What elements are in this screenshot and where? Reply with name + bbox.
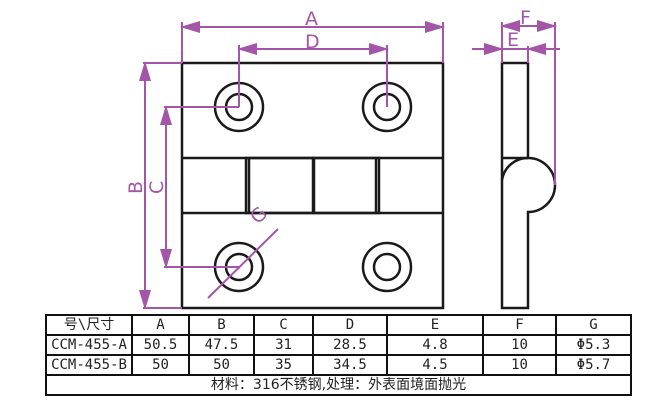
table-cell: 50.5 (131, 334, 190, 356)
label-f: F (520, 7, 531, 29)
header-cell: D (312, 314, 388, 336)
table-cell: 31 (253, 334, 314, 356)
table-cell: Φ5.7 (555, 354, 632, 376)
dimensions: A D B C G (125, 8, 445, 310)
table-header-row: 号\尺寸 A B C D E F G (45, 314, 632, 336)
table-row: CCM-455-A 50.5 47.5 31 28.5 4.8 10 Φ5.3 (45, 334, 632, 356)
table-cell: Φ5.3 (555, 334, 632, 356)
header-cell: F (482, 314, 557, 336)
label-b: B (125, 181, 147, 194)
header-cell: 号\尺寸 (45, 314, 133, 336)
table-cell: CCM-455-B (45, 354, 133, 376)
table-cell: 10 (482, 334, 557, 356)
table-cell: 50 (188, 354, 255, 376)
label-a: A (305, 8, 318, 30)
label-d: D (305, 31, 320, 53)
header-cell: E (386, 314, 484, 336)
table-cell: 35 (253, 354, 314, 376)
material-note: 材料：316不锈钢,处理：外表面境面抛光 (45, 374, 632, 396)
table-cell: 4.8 (386, 334, 484, 356)
table-cell: CCM-455-A (45, 334, 133, 356)
table-cell: 4.5 (386, 354, 484, 376)
label-c: C (146, 181, 168, 194)
table-cell: 10 (482, 354, 557, 376)
header-cell: C (253, 314, 314, 336)
table-cell: 50 (131, 354, 190, 376)
side-dimensions: F E (472, 7, 560, 185)
header-cell: G (555, 314, 632, 336)
side-view (500, 61, 557, 310)
header-cell: B (188, 314, 255, 336)
table-row: CCM-455-B 50 50 35 34.5 4.5 10 Φ5.7 (45, 354, 632, 376)
table-cell: 34.5 (312, 354, 388, 376)
dimension-table: 号\尺寸 A B C D E F G CCM-455-A 50.5 47.5 3… (45, 314, 632, 396)
header-cell: A (131, 314, 190, 336)
table-cell: 47.5 (188, 334, 255, 356)
table-note-row: 材料：316不锈钢,处理：外表面境面抛光 (45, 374, 632, 396)
table-cell: 28.5 (312, 334, 388, 356)
screw-hole (361, 241, 413, 293)
front-view (180, 61, 445, 310)
label-e: E (507, 29, 519, 51)
